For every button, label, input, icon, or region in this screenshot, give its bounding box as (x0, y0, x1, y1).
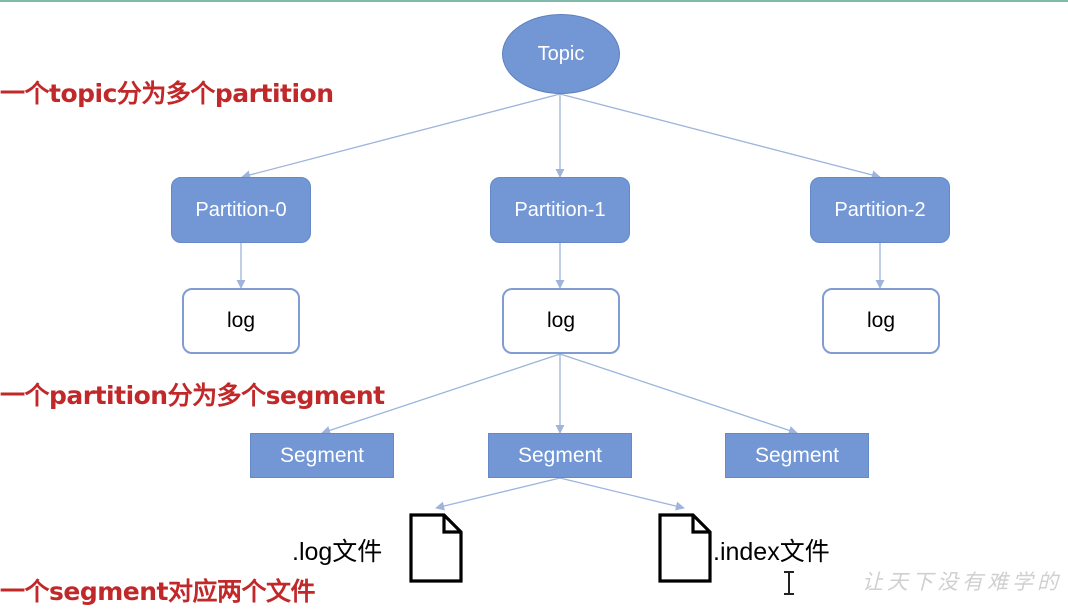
segment-2-node: Segment (725, 433, 869, 478)
log-file-icon (409, 513, 463, 583)
edge-segment-index-file (559, 477, 685, 511)
index-file-icon (658, 513, 712, 583)
topic-label: Topic (537, 42, 585, 65)
log-1-label: log (546, 309, 576, 332)
segment-1-label: Segment (517, 443, 603, 467)
segment-0-label: Segment (279, 443, 365, 467)
log-1-node: log (502, 288, 620, 354)
log-2-label: log (866, 309, 896, 332)
edge-segment-log-file (435, 477, 561, 511)
log-2-node: log (822, 288, 940, 354)
edge-log-segment-2 (559, 353, 798, 435)
edge-topic-partition-2 (559, 93, 881, 180)
top-border (0, 0, 1068, 2)
edge-log-segment-0 (321, 353, 561, 435)
log-0-label: log (226, 309, 256, 332)
partition-2-label: Partition-2 (834, 198, 926, 221)
partition-2-node: Partition-2 (810, 177, 950, 243)
partition-0-label: Partition-0 (195, 198, 287, 221)
text-cursor-icon (784, 571, 794, 595)
edge-topic-partition-0 (241, 93, 561, 180)
annotation-segment-files: 一个segment对应两个文件 (0, 577, 316, 606)
segment-2-label: Segment (754, 443, 840, 467)
partition-1-label: Partition-1 (514, 198, 606, 221)
index-file-label: .index文件 (713, 538, 830, 566)
segment-1-node: Segment (488, 433, 632, 478)
partition-0-node: Partition-0 (171, 177, 311, 243)
topic-node: Topic (502, 14, 620, 94)
log-0-node: log (182, 288, 300, 354)
annotation-partition-segment: 一个partition分为多个segment (0, 381, 385, 410)
annotation-topic-partition: 一个topic分为多个partition (0, 79, 334, 108)
partition-1-node: Partition-1 (490, 177, 630, 243)
segment-0-node: Segment (250, 433, 394, 478)
log-file-label: .log文件 (292, 538, 383, 566)
watermark: 让天下没有难学的 (862, 570, 1062, 594)
